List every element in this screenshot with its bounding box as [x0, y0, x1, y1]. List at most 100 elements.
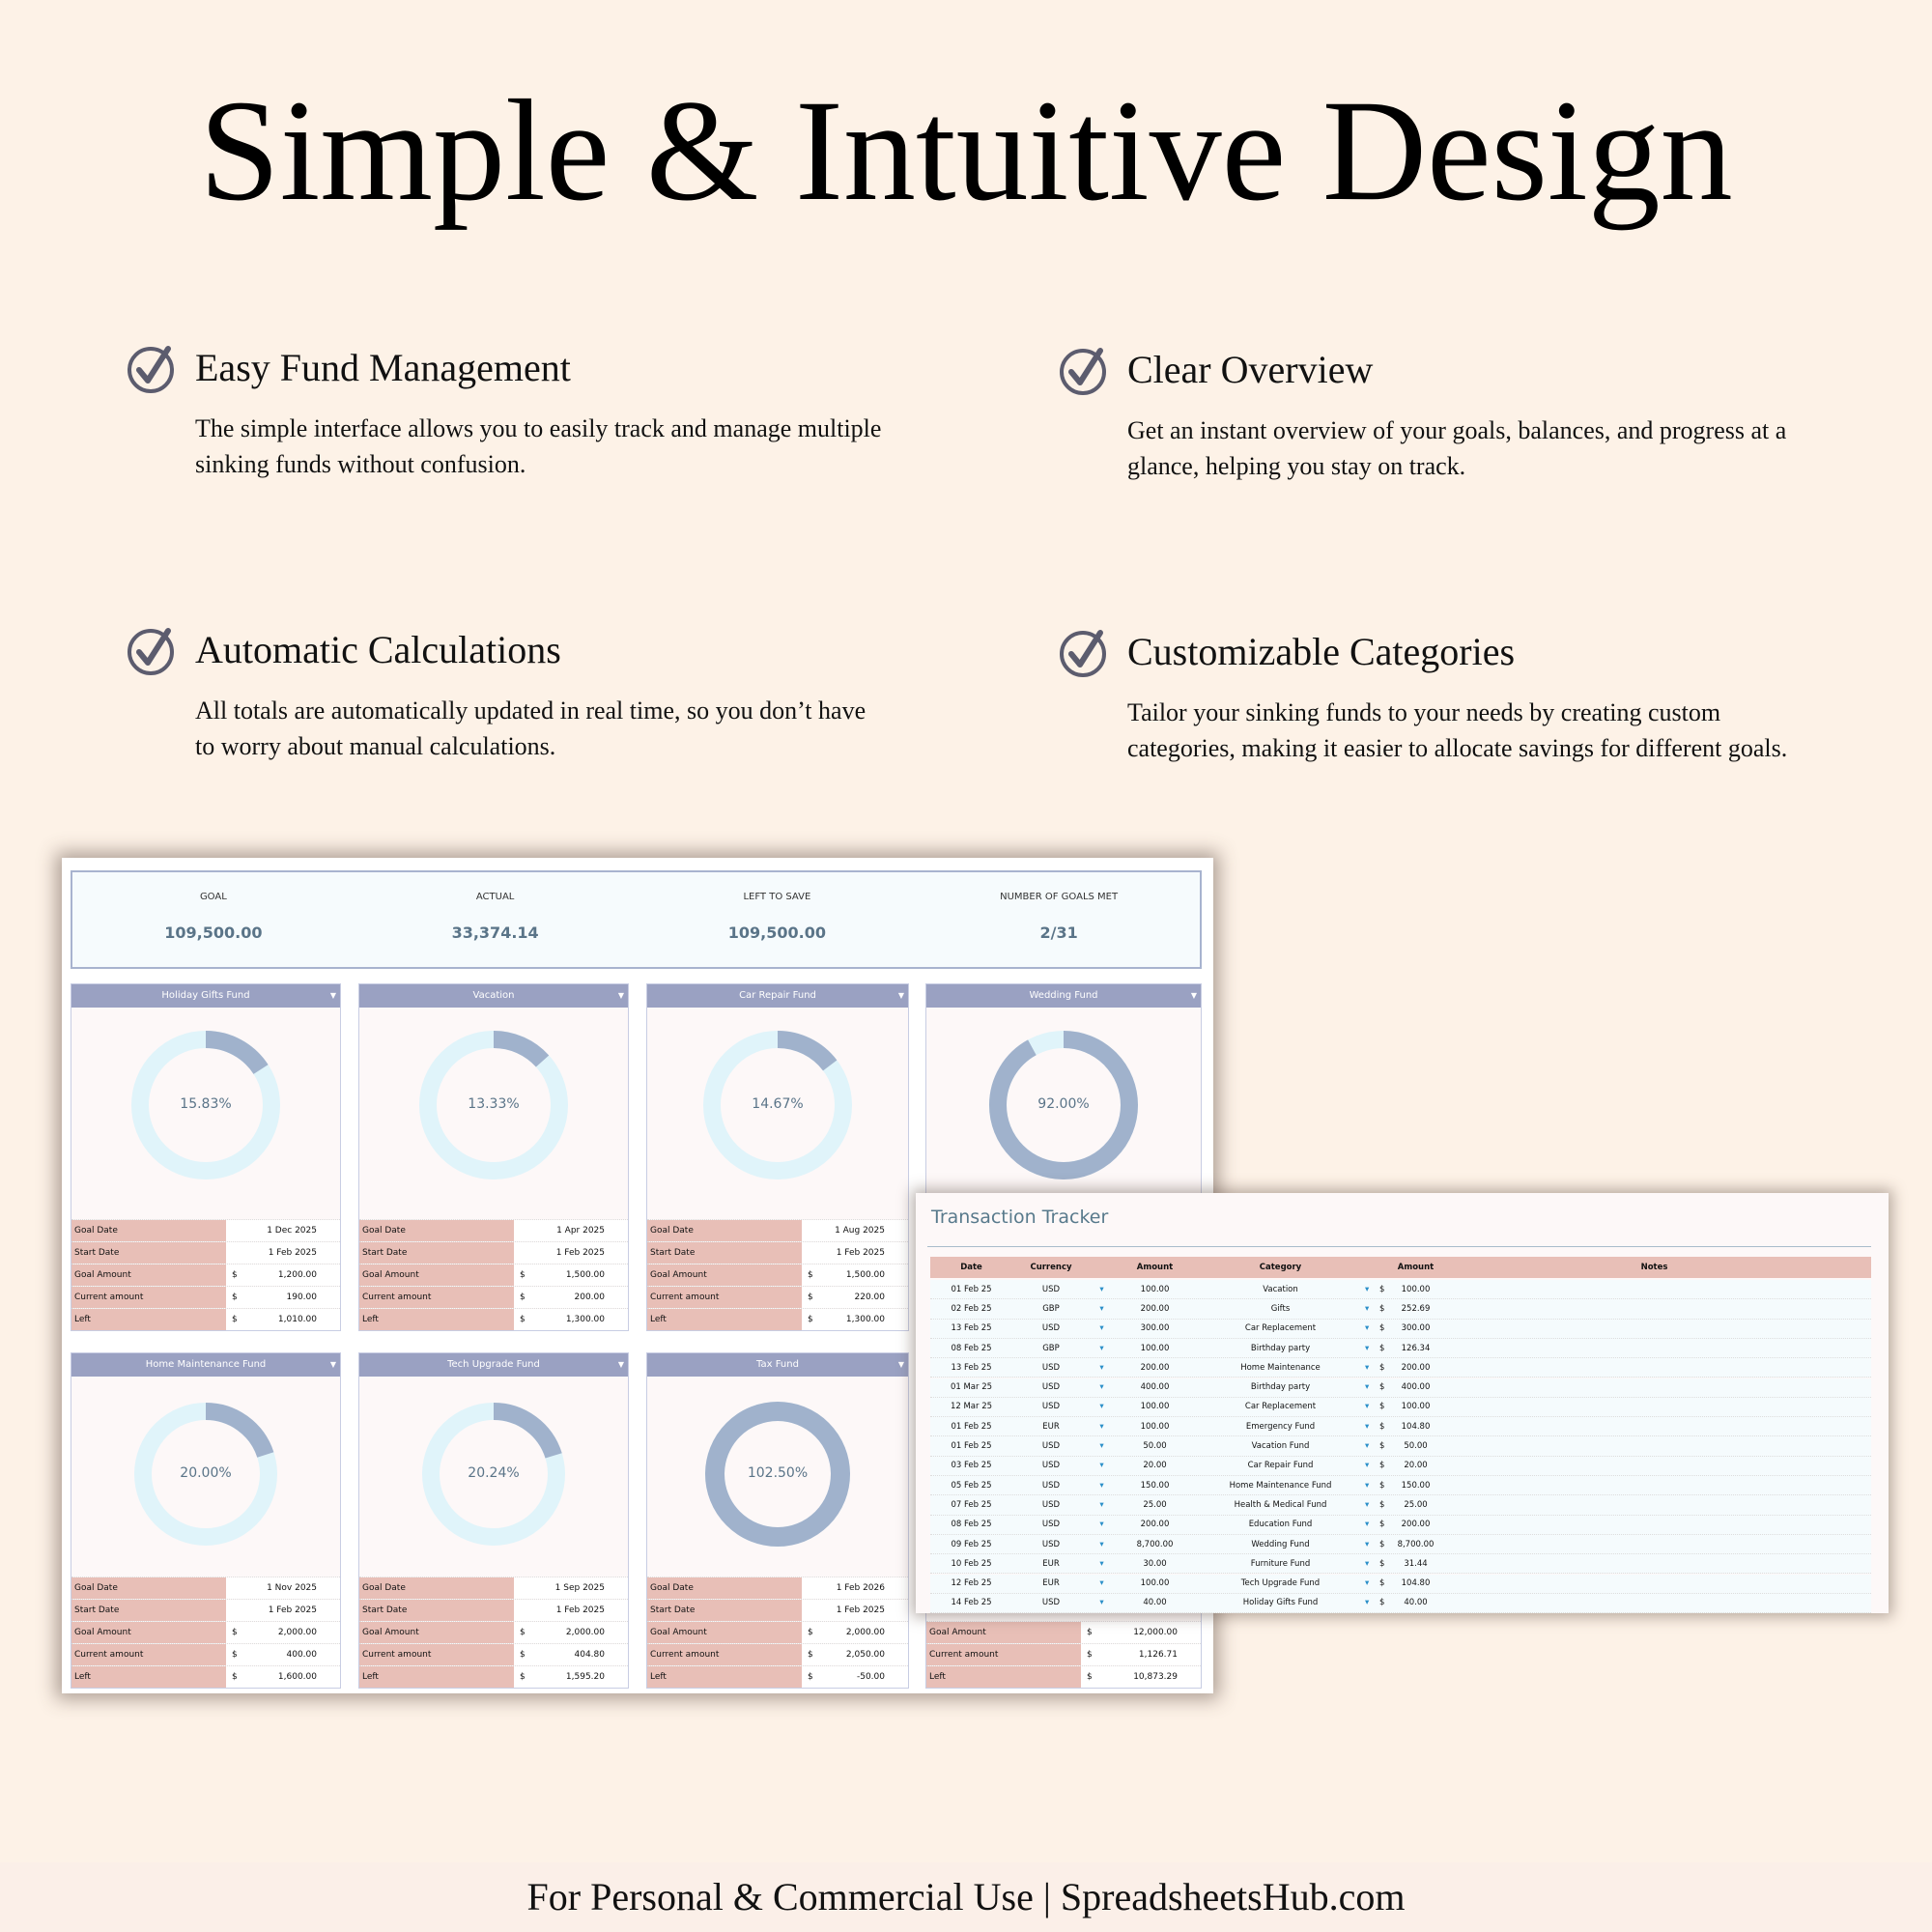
cell-date[interactable]: 03 Feb 25: [951, 1461, 992, 1471]
cell-date[interactable]: 08 Feb 25: [951, 1520, 992, 1530]
cell-currency[interactable]: USD: [1041, 1284, 1061, 1294]
cell-date[interactable]: 02 Feb 25: [951, 1303, 992, 1314]
dropdown-arrow-icon[interactable]: ▼: [897, 991, 904, 1000]
cell-category[interactable]: Vacation Fund: [1251, 1441, 1310, 1452]
dropdown-arrow-icon[interactable]: ▾: [1099, 1520, 1104, 1530]
cell-date[interactable]: 08 Feb 25: [951, 1343, 992, 1353]
dropdown-arrow-icon[interactable]: ▾: [1099, 1499, 1104, 1510]
dropdown-arrow-icon[interactable]: ▾: [1099, 1323, 1104, 1334]
cell-amount[interactable]: 40.00: [1143, 1598, 1167, 1608]
dropdown-arrow-icon[interactable]: ▾: [1365, 1461, 1370, 1471]
cell-amount[interactable]: 20.00: [1143, 1461, 1167, 1471]
cell-currency[interactable]: GBP: [1042, 1303, 1060, 1314]
cell-amount[interactable]: 300.00: [1140, 1323, 1170, 1334]
cell-date[interactable]: 14 Feb 25: [951, 1598, 992, 1608]
dropdown-arrow-icon[interactable]: ▾: [1365, 1520, 1370, 1530]
dropdown-arrow-icon[interactable]: ▼: [329, 991, 336, 1000]
cell-category[interactable]: Holiday Gifts Fund: [1242, 1598, 1319, 1608]
cell-date[interactable]: 01 Feb 25: [951, 1284, 992, 1294]
cell-category[interactable]: Health & Medical Fund: [1234, 1499, 1327, 1510]
dropdown-arrow-icon[interactable]: ▾: [1099, 1284, 1104, 1294]
dropdown-arrow-icon[interactable]: ▾: [1365, 1284, 1370, 1294]
cell-category[interactable]: Home Maintenance: [1240, 1362, 1321, 1373]
cell-currency[interactable]: EUR: [1042, 1558, 1060, 1569]
cell-currency[interactable]: USD: [1041, 1382, 1061, 1393]
fund-selector[interactable]: Wedding Fund▼: [926, 984, 1201, 1008]
cell-amount[interactable]: 100.00: [1140, 1284, 1170, 1294]
dropdown-arrow-icon[interactable]: ▾: [1365, 1499, 1370, 1510]
cell-currency[interactable]: USD: [1041, 1402, 1061, 1412]
dropdown-arrow-icon[interactable]: ▾: [1365, 1578, 1370, 1589]
dropdown-arrow-icon[interactable]: ▾: [1099, 1578, 1104, 1589]
cell-category[interactable]: Car Repair Fund: [1247, 1461, 1314, 1471]
cell-amount[interactable]: 25.00: [1143, 1499, 1167, 1510]
dropdown-arrow-icon[interactable]: ▾: [1365, 1598, 1370, 1608]
dropdown-arrow-icon[interactable]: ▾: [1365, 1343, 1370, 1353]
cell-category[interactable]: Home Maintenance Fund: [1229, 1480, 1332, 1491]
cell-amount[interactable]: 8,700.00: [1136, 1539, 1174, 1549]
cell-date[interactable]: 01 Feb 25: [951, 1441, 992, 1452]
dropdown-arrow-icon[interactable]: ▾: [1365, 1303, 1370, 1314]
dropdown-arrow-icon[interactable]: ▾: [1099, 1362, 1104, 1373]
dropdown-arrow-icon[interactable]: ▾: [1099, 1303, 1104, 1314]
cell-amount[interactable]: 150.00: [1140, 1480, 1170, 1491]
cell-category[interactable]: Emergency Fund: [1245, 1421, 1316, 1432]
cell-currency[interactable]: GBP: [1042, 1343, 1060, 1353]
fund-selector[interactable]: Tech Upgrade Fund▼: [359, 1353, 628, 1377]
cell-amount[interactable]: 100.00: [1140, 1421, 1170, 1432]
cell-amount[interactable]: 50.00: [1143, 1441, 1167, 1452]
cell-date[interactable]: 13 Feb 25: [951, 1323, 992, 1334]
dropdown-arrow-icon[interactable]: ▾: [1099, 1598, 1104, 1608]
fund-selector[interactable]: Vacation▼: [359, 984, 628, 1008]
dropdown-arrow-icon[interactable]: ▼: [1190, 991, 1197, 1000]
fund-selector[interactable]: Holiday Gifts Fund▼: [71, 984, 340, 1008]
dropdown-arrow-icon[interactable]: ▾: [1365, 1441, 1370, 1452]
cell-currency[interactable]: USD: [1041, 1441, 1061, 1452]
cell-currency[interactable]: EUR: [1042, 1578, 1060, 1589]
dropdown-arrow-icon[interactable]: ▾: [1365, 1421, 1370, 1432]
dropdown-arrow-icon[interactable]: ▾: [1099, 1480, 1104, 1491]
cell-currency[interactable]: EUR: [1042, 1421, 1060, 1432]
cell-category[interactable]: Education Fund: [1248, 1520, 1313, 1530]
dropdown-arrow-icon[interactable]: ▾: [1099, 1539, 1104, 1549]
cell-category[interactable]: Birthday party: [1250, 1382, 1311, 1393]
dropdown-arrow-icon[interactable]: ▾: [1365, 1558, 1370, 1569]
cell-date[interactable]: 07 Feb 25: [951, 1499, 992, 1510]
cell-date[interactable]: 01 Mar 25: [950, 1382, 993, 1393]
cell-category[interactable]: Gifts: [1270, 1303, 1291, 1314]
cell-category[interactable]: Vacation: [1263, 1284, 1298, 1294]
dropdown-arrow-icon[interactable]: ▾: [1365, 1382, 1370, 1393]
dropdown-arrow-icon[interactable]: ▼: [617, 991, 624, 1000]
cell-currency[interactable]: USD: [1041, 1499, 1061, 1510]
cell-amount[interactable]: 200.00: [1140, 1362, 1170, 1373]
cell-category[interactable]: Wedding Fund: [1251, 1539, 1310, 1549]
cell-amount[interactable]: 100.00: [1140, 1578, 1170, 1589]
dropdown-arrow-icon[interactable]: ▼: [897, 1360, 904, 1369]
cell-category[interactable]: Birthday party: [1250, 1343, 1311, 1353]
cell-category[interactable]: Car Replacement: [1244, 1402, 1317, 1412]
dropdown-arrow-icon[interactable]: ▾: [1099, 1461, 1104, 1471]
cell-date[interactable]: 12 Feb 25: [951, 1578, 992, 1589]
cell-date[interactable]: 05 Feb 25: [951, 1480, 992, 1491]
fund-selector[interactable]: Home Maintenance Fund▼: [71, 1353, 340, 1377]
fund-selector[interactable]: Tax Fund▼: [647, 1353, 908, 1377]
cell-date[interactable]: 10 Feb 25: [951, 1558, 992, 1569]
dropdown-arrow-icon[interactable]: ▾: [1099, 1421, 1104, 1432]
cell-category[interactable]: Furniture Fund: [1250, 1558, 1311, 1569]
cell-date[interactable]: 12 Mar 25: [950, 1402, 993, 1412]
cell-currency[interactable]: USD: [1041, 1480, 1061, 1491]
dropdown-arrow-icon[interactable]: ▾: [1099, 1382, 1104, 1393]
dropdown-arrow-icon[interactable]: ▼: [617, 1360, 624, 1369]
cell-date[interactable]: 09 Feb 25: [951, 1539, 992, 1549]
dropdown-arrow-icon[interactable]: ▾: [1099, 1558, 1104, 1569]
cell-currency[interactable]: USD: [1041, 1520, 1061, 1530]
cell-currency[interactable]: USD: [1041, 1362, 1061, 1373]
cell-amount[interactable]: 200.00: [1140, 1303, 1170, 1314]
cell-amount[interactable]: 400.00: [1140, 1382, 1170, 1393]
cell-currency[interactable]: USD: [1041, 1461, 1061, 1471]
cell-category[interactable]: Tech Upgrade Fund: [1240, 1578, 1321, 1589]
cell-amount[interactable]: 30.00: [1143, 1558, 1167, 1569]
cell-date[interactable]: 13 Feb 25: [951, 1362, 992, 1373]
dropdown-arrow-icon[interactable]: ▼: [329, 1360, 336, 1369]
dropdown-arrow-icon[interactable]: ▾: [1099, 1343, 1104, 1353]
